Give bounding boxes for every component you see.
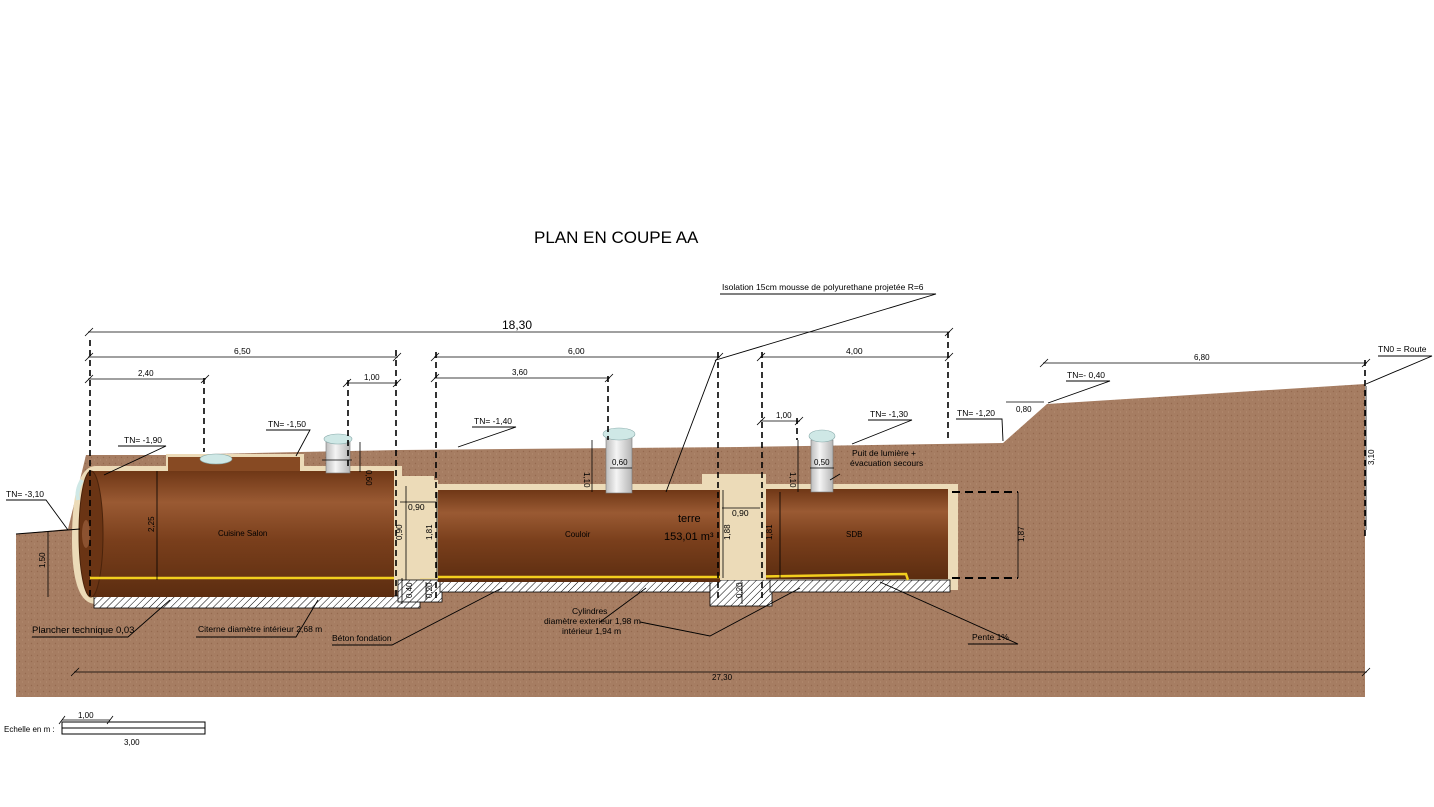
room-bath-label: SDB <box>846 530 862 539</box>
dim-bath-h-left: 1,81 <box>765 524 774 540</box>
vent-kitchen <box>323 433 353 474</box>
dim-foundation-c: 0,20 <box>735 582 744 598</box>
scale-large: 3,00 <box>124 738 140 747</box>
dim-kitchen-vent-offset: 1,00 <box>364 373 380 382</box>
dim-corridor-h-left: 1,81 <box>425 524 434 540</box>
vent-bath <box>808 429 836 493</box>
future-extension <box>952 491 1018 579</box>
leader-lines <box>6 293 1433 646</box>
dimension-lines <box>47 327 1371 677</box>
room-kitchen-label: Cuisine Salon <box>218 529 267 538</box>
dim-kitchen-vent-h: 0,60 <box>364 470 373 486</box>
room-corridor-label: Couloir <box>565 530 591 539</box>
page-title: PLAN EN COUPE AA <box>534 228 699 247</box>
dim-bottom-total: 27,30 <box>712 673 733 682</box>
dim-kitchen-right-h: 0,90 <box>395 524 404 540</box>
level-left-edge: TN= -3,10 <box>6 489 44 499</box>
dim-slope-width: 6,80 <box>1194 353 1210 362</box>
dim-right-height: 3,10 <box>1367 449 1376 465</box>
cylinder-note-2: diamètre exterieur 1,98 m <box>544 616 641 626</box>
tank-kitchen <box>75 457 394 598</box>
dim-corridor-sub: 3,60 <box>512 368 528 377</box>
dim-total-top: 18,30 <box>502 318 532 332</box>
light-well-note-2: évacuation secours <box>850 458 923 468</box>
earth-label: terre <box>678 513 701 525</box>
dim-corridor-h-right: 1,88 <box>723 524 732 540</box>
dim-extension-h: 1,87 <box>1017 526 1026 542</box>
level-bath: TN= -1,30 <box>870 409 908 419</box>
foundation-concrete <box>93 579 951 609</box>
slope-note: Pente 1% <box>972 632 1009 642</box>
level-kitchen-vent: TN= -1,50 <box>268 419 306 429</box>
tank-note: Citerne diamètre intérieur 2,68 m <box>198 624 322 634</box>
dim-kitchen-sub: 2,40 <box>138 369 154 378</box>
dim-foundation-a: 0,40 <box>405 582 414 598</box>
dim-bath-link-w: 0,90 <box>732 508 749 518</box>
tank-bath <box>735 489 948 581</box>
dim-corridor-vent-h: 1,10 <box>582 472 591 488</box>
dim-bath-vent-w: 0,50 <box>814 458 830 467</box>
dim-corridor-link-w: 0,90 <box>408 502 425 512</box>
dim-kitchen-height: 2,25 <box>147 516 156 532</box>
dim-foundation-b: 0,20 <box>425 582 434 598</box>
dim-left-height: 1,50 <box>38 552 47 568</box>
scale-small: 1,00 <box>78 711 94 720</box>
scale-label: Echelle en m : <box>4 725 55 734</box>
level-slope-top: TN=- 0,40 <box>1067 370 1105 380</box>
floor-note: Plancher technique 0,03 <box>32 625 134 636</box>
earth-volume: 153,01 m³ <box>664 531 714 543</box>
dim-corridor-vent-w: 0,60 <box>612 458 628 467</box>
light-well-note-1: Puit de lumière + <box>852 448 916 458</box>
level-slope-base: TN= -1,20 <box>957 408 995 418</box>
level-road: TN0 = Route <box>1378 344 1427 354</box>
scale-bar <box>58 715 206 735</box>
cylinder-note-1: Cylindres <box>572 606 607 616</box>
connector-pipes <box>394 480 766 580</box>
level-corridor: TN= -1,40 <box>474 416 512 426</box>
cylinder-note-3: intérieur 1,94 m <box>562 626 621 636</box>
dim-corridor-width: 6,00 <box>568 346 585 356</box>
tank-corridor <box>420 490 720 582</box>
level-kitchen-top: TN= -1,90 <box>124 435 162 445</box>
dim-bath-sub: 1,00 <box>776 411 792 420</box>
kitchen-skylight <box>199 453 233 465</box>
extension-lines <box>89 332 1366 600</box>
foundation-note: Béton fondation <box>332 633 392 643</box>
dim-slope-small: 0,80 <box>1016 405 1032 414</box>
dim-bath-width: 4,00 <box>846 346 863 356</box>
vent-corridor <box>602 427 636 494</box>
dim-kitchen-width: 6,50 <box>234 346 251 356</box>
insulation-note: Isolation 15cm mousse de polyurethane pr… <box>722 282 924 292</box>
dim-bath-vent-h: 1,10 <box>788 472 797 488</box>
